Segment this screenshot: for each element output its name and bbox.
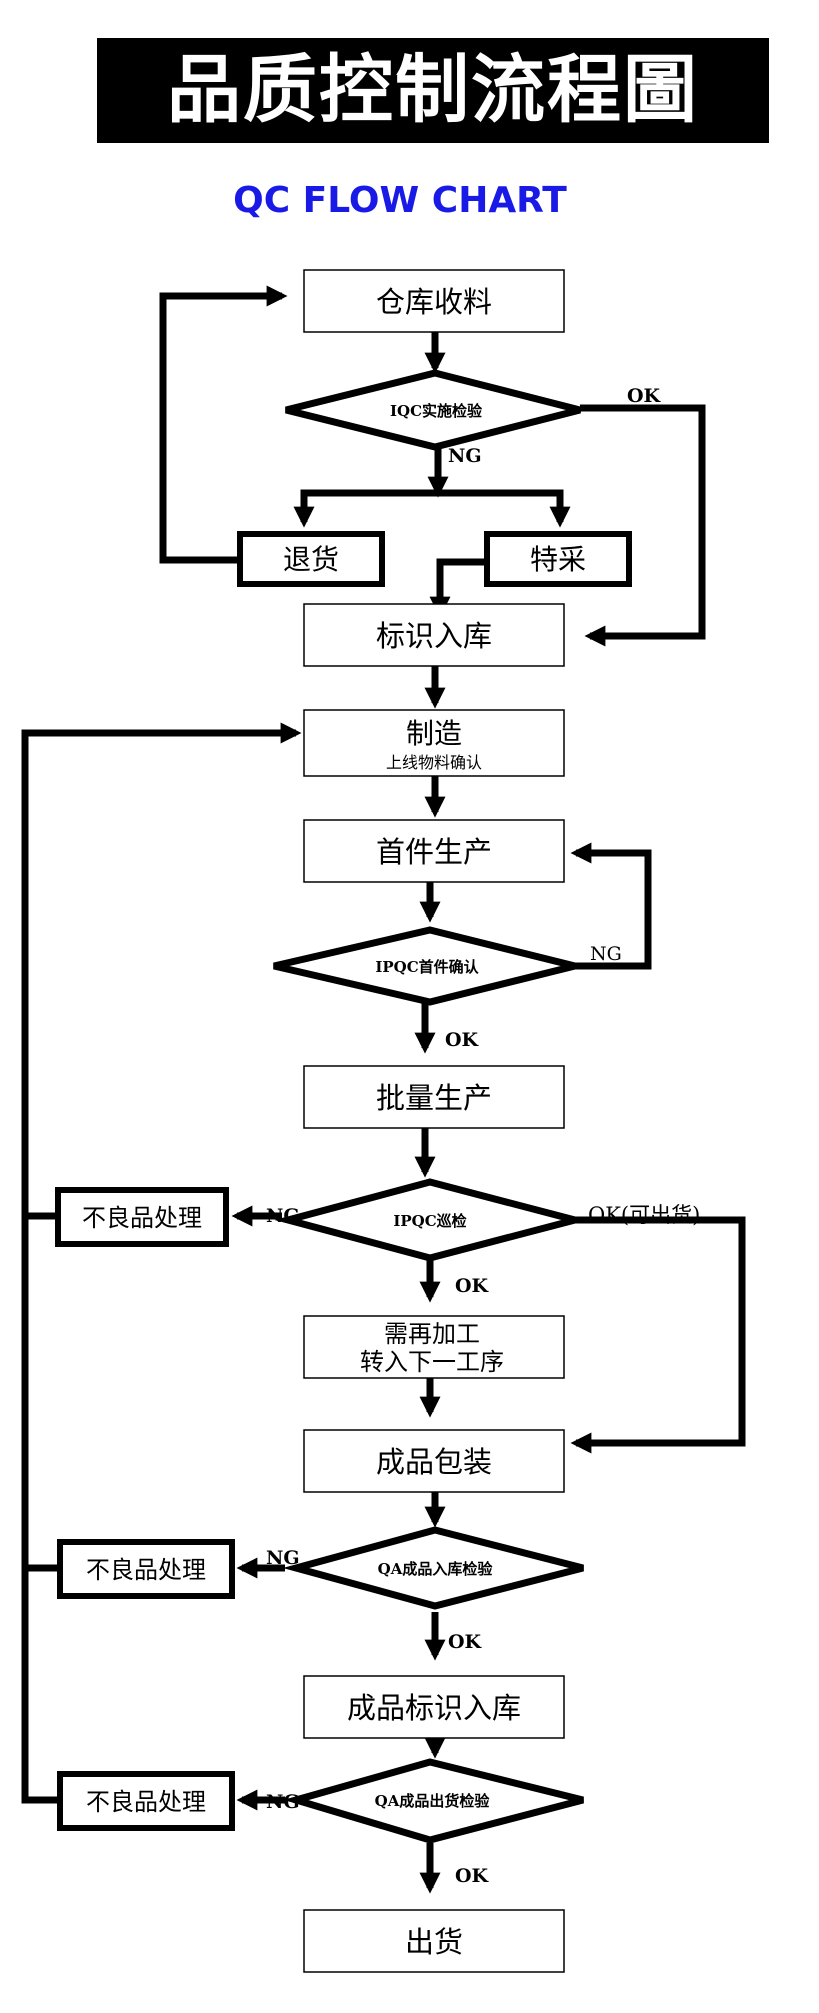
text-special: 特采 [530,543,586,576]
text-mfg: 制造 [406,717,462,750]
diamond-ipqc-first [273,926,576,1006]
box-ship [303,1909,565,1973]
text-first-article: 首件生产 [376,835,492,869]
text-label-store: 标识入库 [376,619,492,653]
text-defect-3: 不良品处理 [86,1788,206,1816]
node-texts: 仓库收料 IQC实施检验 退货 特采 标识入库 制造 上线物料确认 首件生产 I… [82,285,586,1959]
text-reprocess-1: 需再加工 [384,1320,480,1348]
loop-defects-to-mfg [21,722,302,1804]
text-ipqc-first: IPQC首件确认 [375,958,479,976]
label-qain-ok: OK [448,1631,483,1653]
label-patrol-ok: OK [455,1275,490,1297]
box-fg-label [303,1675,565,1739]
box-pack [303,1429,565,1493]
label-qaout-ok: OK [455,1865,490,1887]
page-title: 品质控制流程圖 [167,47,699,133]
connectors [21,285,746,1894]
box-defect-2 [57,1539,235,1599]
label-qain-ng: NG [266,1547,300,1569]
label-iqc-ng: NG [448,445,482,467]
text-qa-in: QA成品入库检验 [378,1560,494,1578]
arrow-special-to-store [429,558,487,618]
text-ipqc-patrol: IPQC巡检 [393,1212,466,1230]
text-mass: 批量生产 [376,1081,492,1115]
arrow-iqc-ok-to-store [580,404,706,647]
label-iqc-ok: OK [627,385,662,407]
arrow-patrol-ok-to-pack [570,1216,746,1454]
text-defect-1: 不良品处理 [82,1204,202,1232]
box-defect-1 [55,1187,229,1247]
box-mfg [303,709,565,777]
box-return [237,531,385,587]
text-fg-label: 成品标识入库 [347,1691,521,1725]
branch-split-line [300,489,564,510]
box-mass [303,1065,565,1129]
box-label-store [303,603,565,667]
box-defect-3 [57,1771,235,1831]
title-banner: 品质控制流程圖 [97,38,769,143]
text-return: 退货 [283,543,339,576]
diamond-ipqc-patrol [274,1178,589,1262]
loop-return-to-receive [159,285,288,564]
box-receive [303,269,565,333]
diamond-iqc [285,369,581,451]
box-reprocess [303,1315,565,1379]
text-qa-out: QA成品出货检验 [375,1792,491,1810]
label-first-ok: OK [445,1029,480,1051]
text-receive: 仓库收料 [376,285,492,319]
text-defect-2: 不良品处理 [86,1556,206,1584]
text-reprocess-2: 转入下一工序 [360,1348,504,1376]
label-qaout-ng: NG [266,1791,300,1813]
loop-first-ng [570,842,652,970]
text-mfg-sub: 上线物料确认 [386,753,482,772]
box-special [484,531,632,587]
text-ship: 出货 [405,1925,463,1959]
label-patrol-ok-ship: OK(可出货) [588,1203,700,1227]
label-patrol-ng: NG [266,1205,300,1227]
text-iqc: IQC实施检验 [390,402,483,420]
box-first-article [303,819,565,883]
text-pack: 成品包装 [376,1445,492,1479]
page-subtitle: QC FLOW CHART [233,180,567,221]
label-first-ng: NG [590,943,622,965]
decision-diamonds [273,369,589,1844]
diamond-qa-out [283,1758,584,1844]
edge-labels: OK NG NG OK NG OK(可出货) OK NG OK NG OK [266,385,700,1887]
diamond-qa-in [282,1526,584,1610]
process-boxes [55,269,632,1973]
